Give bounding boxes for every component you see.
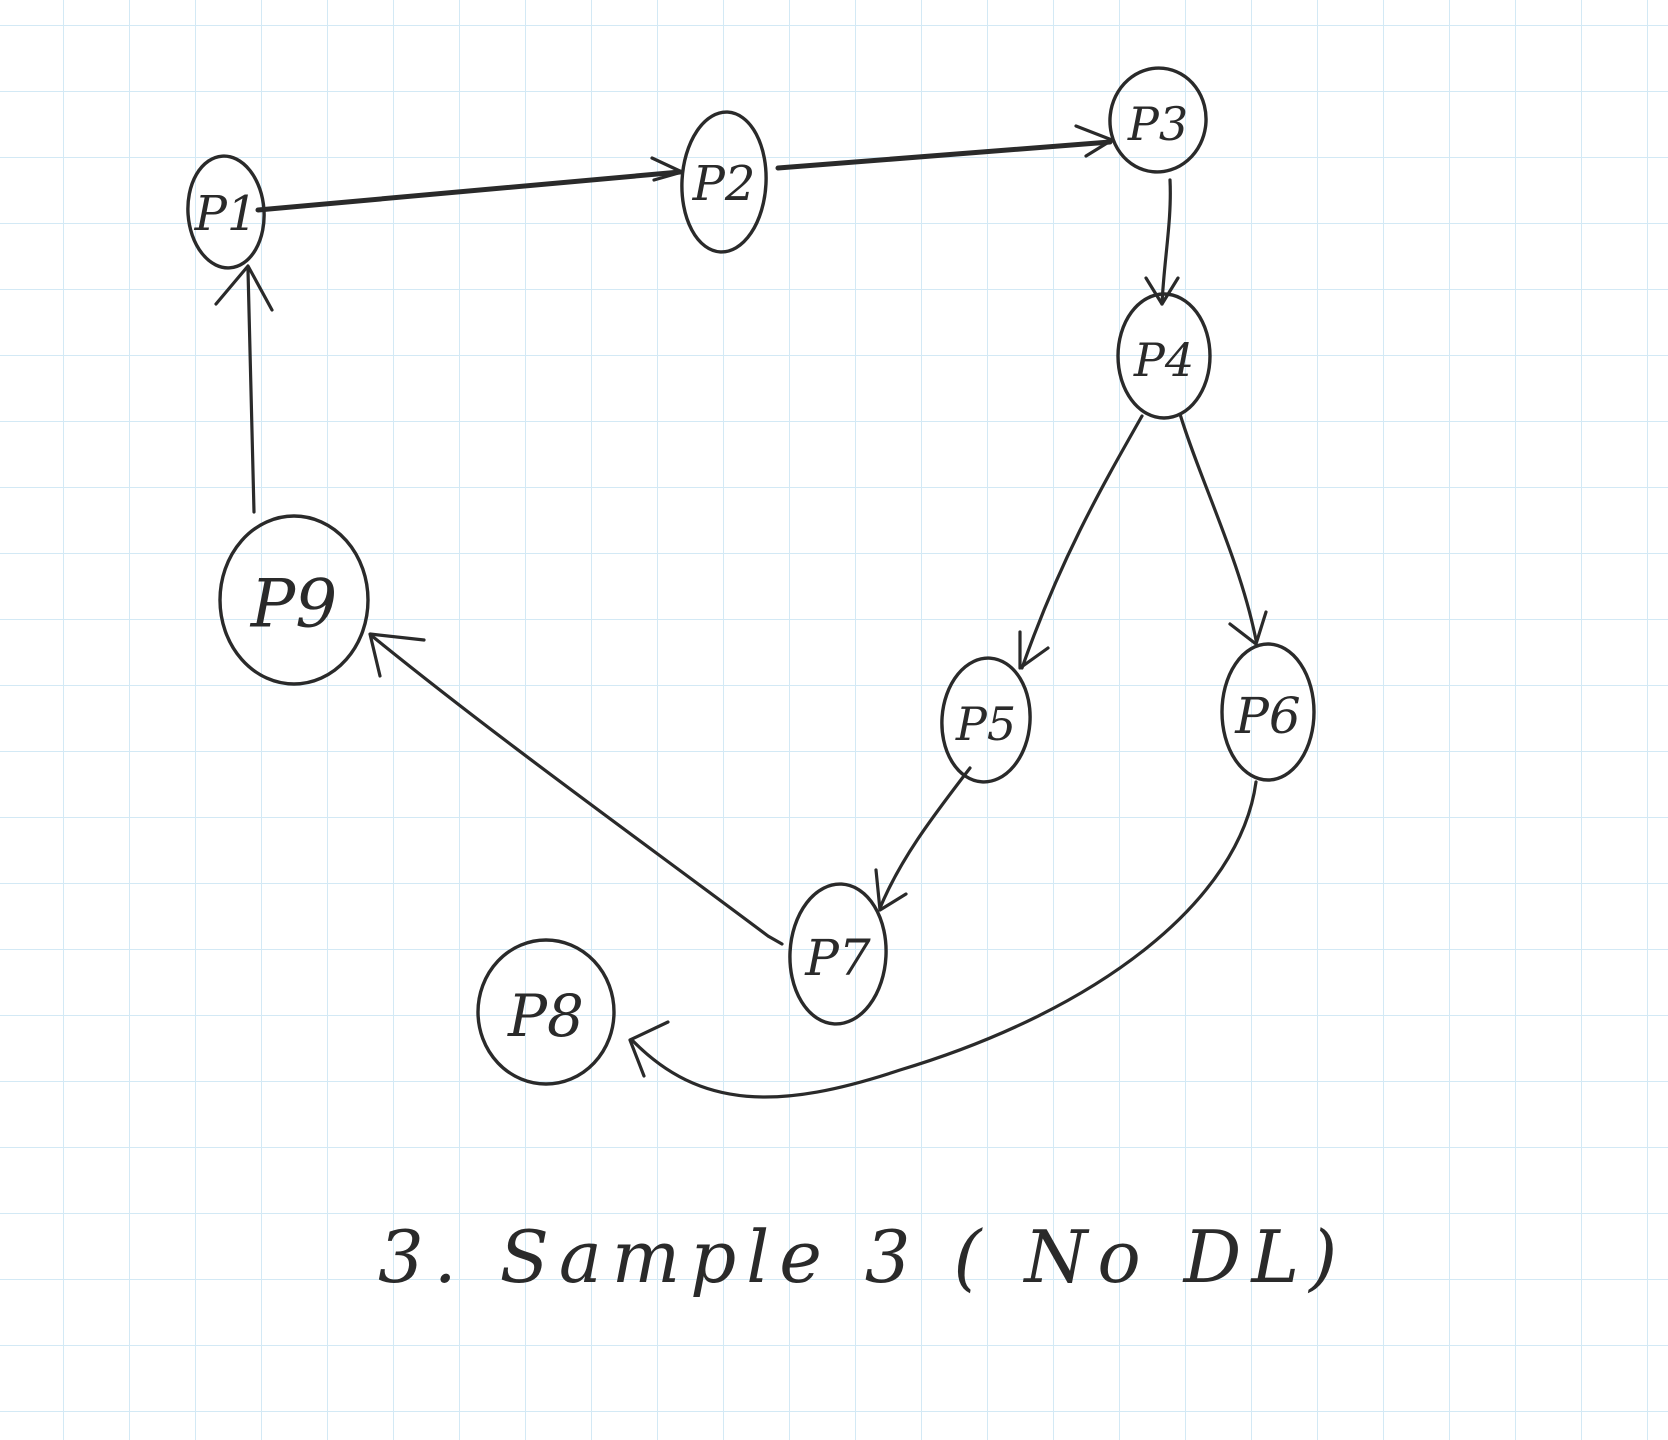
node-label-p8: P8 xyxy=(507,982,584,1050)
node-label-p1: P1 xyxy=(194,186,258,242)
node-label-p2: P2 xyxy=(692,156,756,212)
edge-p4-p6 xyxy=(1178,412,1258,642)
node-p9: P9 xyxy=(218,514,370,686)
edge-p6-p8 xyxy=(630,780,1258,1099)
edge-p1-p2 xyxy=(255,169,683,213)
node-p5: P5 xyxy=(940,656,1032,784)
node-label-p5: P5 xyxy=(955,697,1016,751)
node-p2: P2 xyxy=(680,110,768,254)
edges xyxy=(214,124,1268,1099)
edge-p7-p9-arrowhead xyxy=(368,632,426,678)
node-p4: P4 xyxy=(1116,292,1212,420)
edge-p4-p5-arrowhead xyxy=(1018,630,1050,670)
node-label-p9: P9 xyxy=(250,566,337,643)
diagram-caption: 3. Sample 3 ( No DL) xyxy=(378,1215,1347,1299)
node-p7: P7 xyxy=(788,882,888,1026)
edge-p7-p9 xyxy=(370,634,784,946)
edge-p1-p2-arrowhead xyxy=(650,156,684,182)
edge-p5-p7-arrowhead xyxy=(874,868,908,912)
node-p1: P1 xyxy=(186,154,266,270)
edge-p3-p4-arrowhead xyxy=(1144,276,1180,306)
node-label-p3: P3 xyxy=(1127,97,1188,151)
node-p6: P6 xyxy=(1220,642,1316,782)
node-p3: P3 xyxy=(1108,66,1208,174)
edge-p4-p6-arrowhead xyxy=(1228,610,1268,646)
edge-p6-p8-arrowhead xyxy=(628,1020,670,1078)
node-p8: P8 xyxy=(476,938,616,1086)
node-label-p4: P4 xyxy=(1133,333,1194,387)
edge-p5-p7 xyxy=(878,766,972,910)
edge-p4-p5 xyxy=(1020,414,1144,670)
edge-p9-p1 xyxy=(246,268,256,514)
edge-p3-p4 xyxy=(1160,178,1172,306)
node-label-p6: P6 xyxy=(1234,687,1300,745)
edge-p2-p3 xyxy=(775,139,1113,171)
node-label-p7: P7 xyxy=(804,929,871,987)
edge-p9-p1-arrowhead xyxy=(214,264,274,312)
